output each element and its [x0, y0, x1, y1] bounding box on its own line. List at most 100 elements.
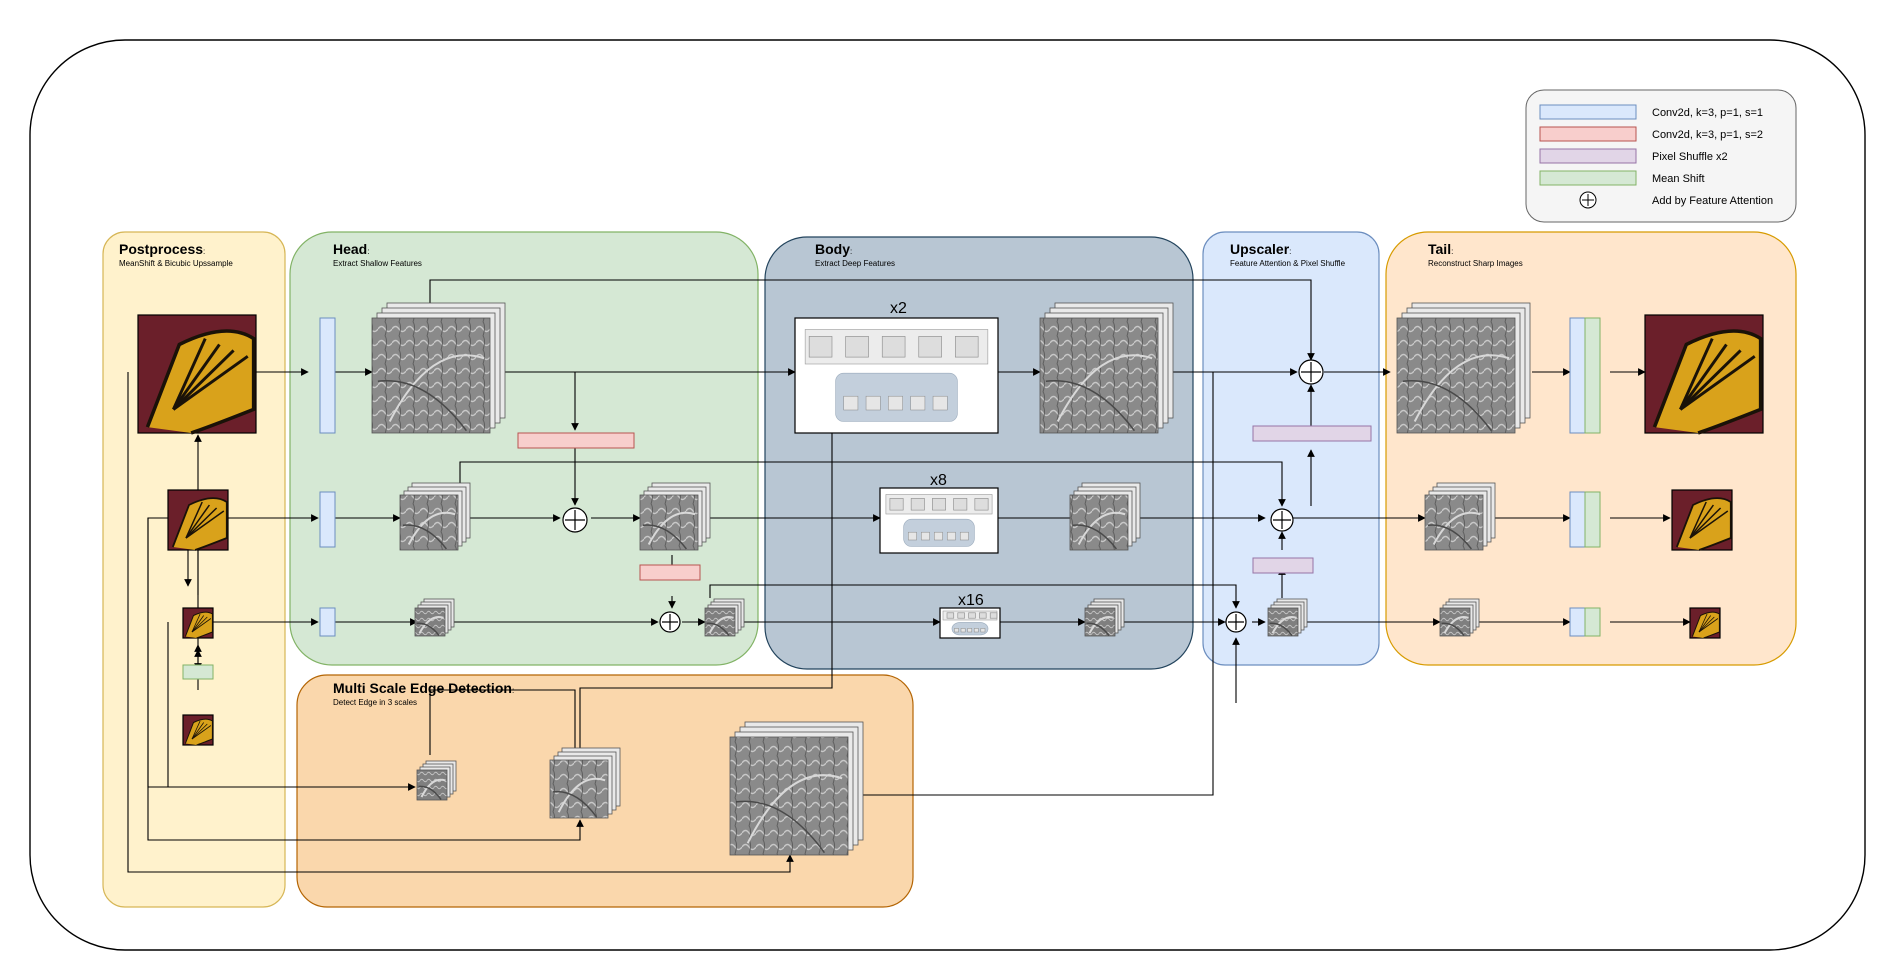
edge-title: Multi Scale Edge Detection [333, 680, 512, 696]
repeat-label-medium: x8 [930, 472, 947, 489]
conv-block [1569, 491, 1586, 548]
connection-line [147, 518, 584, 841]
legend-label: Add by Feature Attention [1652, 195, 1773, 207]
butterfly-output-large [1644, 314, 1764, 435]
pixel-shuffle-block [1252, 425, 1372, 442]
conv-block [319, 607, 336, 637]
legend-swatch [1539, 170, 1637, 186]
repeat-label-large: x2 [890, 300, 907, 317]
mean-shift-block [1584, 607, 1601, 637]
tail-title: Tail [1428, 241, 1451, 257]
feature-stack-body-1 [1039, 302, 1174, 434]
connections [127, 279, 1691, 873]
conv-stride2-block [517, 432, 635, 449]
legend-swatch [1539, 104, 1637, 120]
feature-stack-head-2 [399, 482, 471, 551]
conv-block [1569, 317, 1586, 434]
body-title: Body [815, 241, 850, 257]
legend-label: Conv2d, k=3, p=1, s=1 [1652, 107, 1763, 119]
residual-group-large [794, 317, 999, 434]
mean-shift-block [1584, 491, 1601, 548]
butterfly-image-large [137, 314, 257, 435]
feature-map [1039, 317, 1159, 434]
feature-stack-tail-1 [1396, 302, 1531, 434]
postprocess-subtitle: MeanShift & Bicubic Upssample [119, 259, 233, 268]
feature-map [729, 736, 849, 856]
edge-map-medium [549, 747, 621, 819]
legend-label: Conv2d, k=3, p=1, s=2 [1652, 129, 1763, 141]
repeat-label-small: x16 [958, 592, 984, 609]
edge-subtitle: Detect Edge in 3 scales [333, 698, 417, 707]
butterfly-output-small [1689, 607, 1721, 639]
conv-stride2-block [639, 564, 701, 581]
feature-map [1424, 494, 1484, 551]
feature-stack-tail-3 [1439, 598, 1480, 637]
butterfly-output-medium [1671, 489, 1733, 551]
connection-line [845, 372, 1214, 796]
feature-stack-upscaler [1267, 598, 1308, 637]
add-node [1225, 611, 1247, 633]
feature-map [399, 494, 459, 551]
feature-map [1439, 607, 1471, 637]
edge-map-small [416, 760, 457, 801]
tail-subtitle: Reconstruct Sharp Images [1428, 259, 1523, 268]
feature-stack-head-5 [704, 598, 745, 637]
nodes [137, 302, 1764, 856]
head-title: Head [333, 241, 367, 257]
upscaler-title: Upscaler [1230, 241, 1290, 257]
svg-text:Multi Scale Edge Detection:: Multi Scale Edge Detection: [333, 680, 514, 696]
feature-stack-head-1 [371, 302, 506, 434]
add-node [659, 611, 681, 633]
feature-stack-body-2 [1069, 482, 1141, 551]
postprocess-title: Postprocess [119, 241, 203, 257]
feature-stack-body-3 [1084, 598, 1125, 637]
residual-group-medium [879, 487, 999, 554]
legend-swatch [1539, 126, 1637, 142]
legend-label: Pixel Shuffle x2 [1652, 151, 1728, 163]
mean-shift-block [182, 664, 214, 680]
svg-text:Head:: Head: [333, 241, 369, 257]
feature-map [549, 759, 609, 819]
legend-swatch [1539, 148, 1637, 164]
svg-text:Body:: Body: [815, 241, 852, 257]
feature-stack-tail-2 [1424, 482, 1496, 551]
body-subtitle: Extract Deep Features [815, 259, 895, 268]
svg-text:Upscaler:: Upscaler: [1230, 241, 1291, 257]
legend-box [1525, 89, 1797, 223]
add-node [1270, 508, 1294, 532]
connection-line [579, 372, 833, 755]
feature-map [371, 317, 491, 434]
butterfly-image-lr [182, 714, 214, 746]
add-node [1298, 359, 1324, 385]
feature-map [1069, 494, 1129, 551]
feature-stack-head-4 [639, 482, 711, 551]
mean-shift-block [1584, 317, 1601, 434]
connection-line [429, 689, 576, 760]
edge-map-large [729, 721, 864, 856]
head-subtitle: Extract Shallow Features [333, 259, 422, 268]
plus-icon [1579, 191, 1597, 209]
svg-text:Postprocess:: Postprocess: [119, 241, 205, 257]
feature-map [1396, 317, 1516, 434]
upscaler-subtitle: Feature Attention & Pixel Shuffle [1230, 259, 1346, 268]
module-tail: Tail: Reconstruct Sharp Images [1385, 231, 1797, 666]
svg-text:Tail:: Tail: [1428, 241, 1453, 257]
butterfly-image-medium [167, 489, 229, 551]
add-node [562, 507, 588, 533]
pixel-shuffle-block [1252, 557, 1314, 574]
conv-block [319, 317, 336, 434]
feature-map [639, 494, 699, 551]
conv-block [319, 491, 336, 548]
connection-line [459, 461, 1286, 507]
connection-line [127, 372, 794, 873]
conv-block [1569, 607, 1586, 637]
connection-line [709, 584, 1240, 609]
feature-stack-head-3 [414, 598, 455, 637]
butterfly-image-small [182, 607, 214, 639]
connection-line [429, 279, 1315, 361]
module-upscaler: Upscaler: Feature Attention & Pixel Shuf… [1202, 231, 1380, 666]
residual-group-small [939, 607, 1001, 639]
